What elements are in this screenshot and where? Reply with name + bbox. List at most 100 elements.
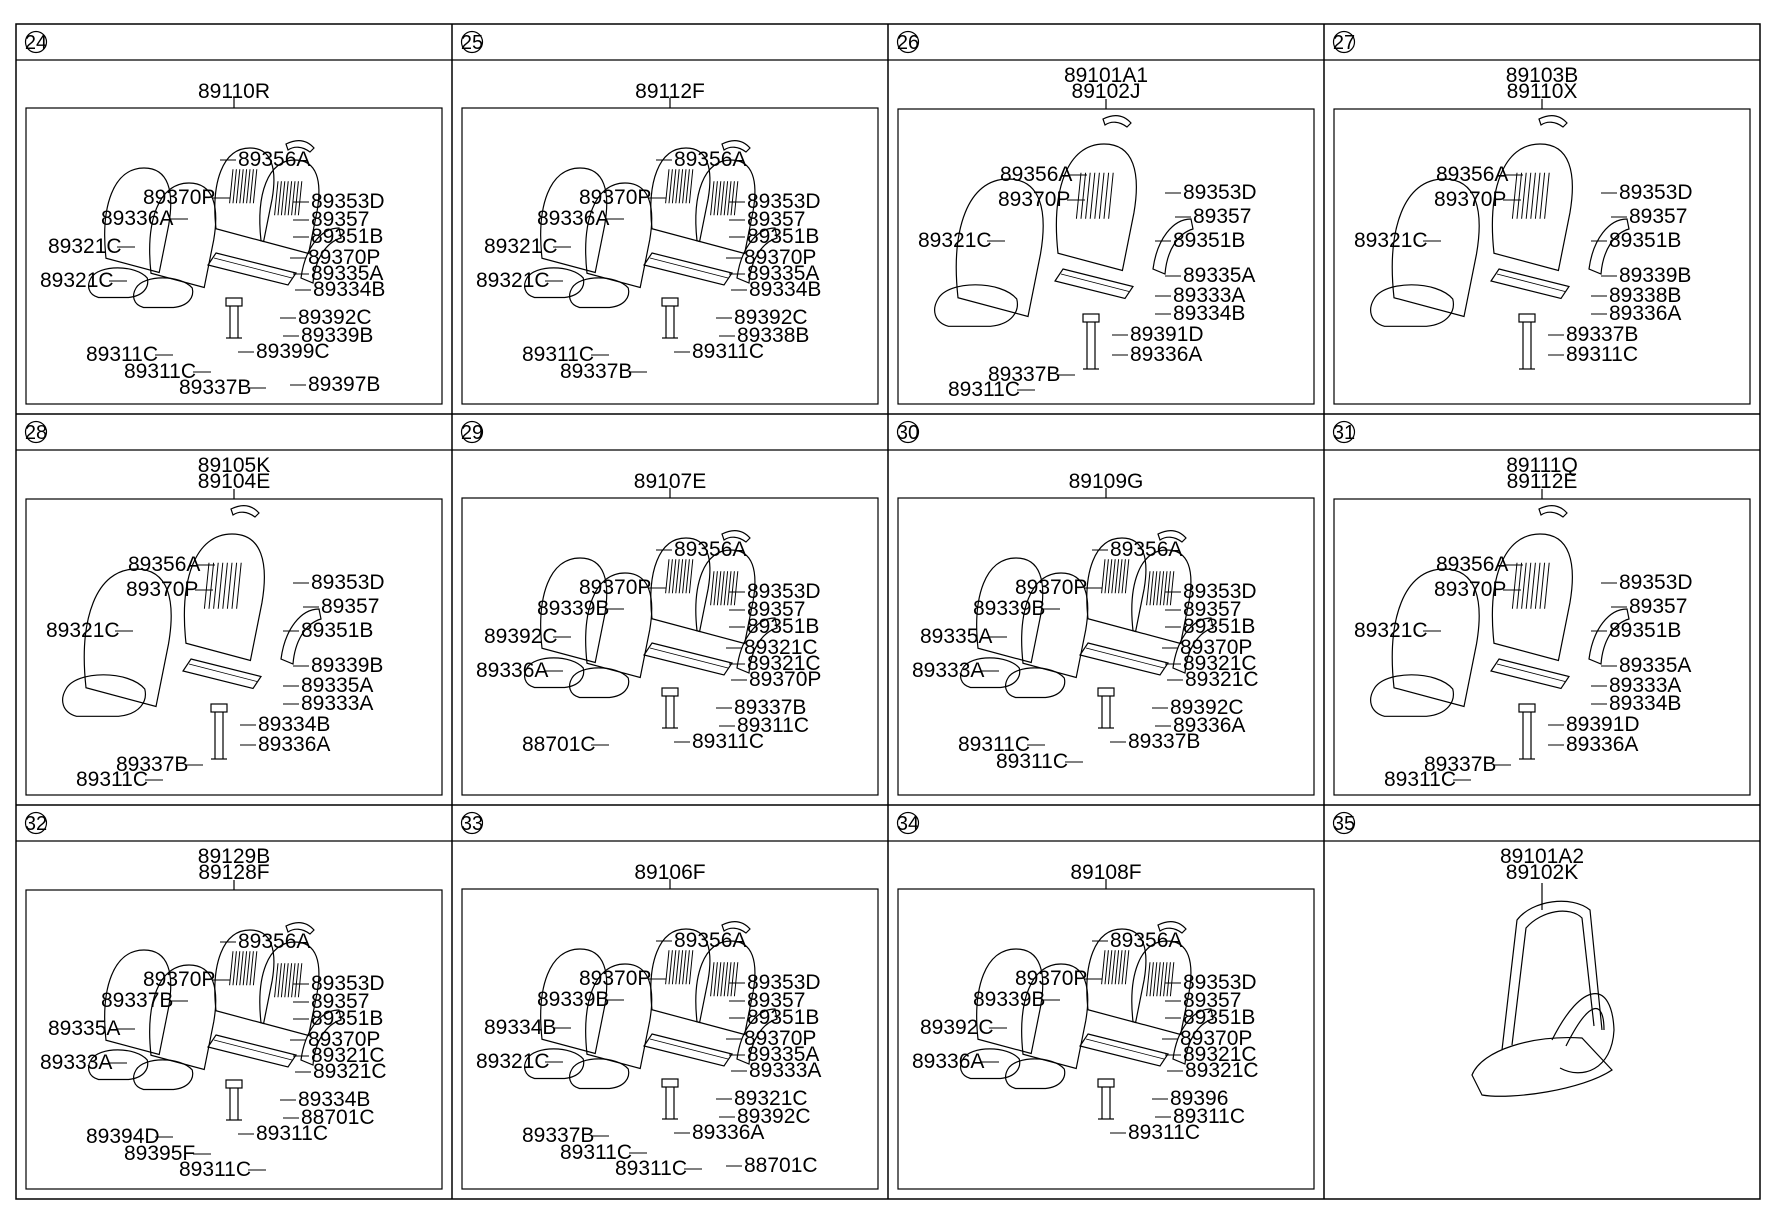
rib-line	[297, 181, 303, 216]
rib-line	[284, 181, 289, 216]
rib-line	[277, 963, 282, 998]
rib-line	[727, 962, 732, 997]
rib-line	[730, 181, 735, 216]
rib-line	[685, 169, 690, 204]
rail-line	[649, 647, 729, 669]
rib-line	[246, 951, 251, 986]
rib-line	[1101, 950, 1106, 985]
armrest-shape	[1152, 218, 1194, 275]
part-number-label: 89357	[1183, 598, 1241, 621]
part-number-label: 89395F	[124, 1142, 195, 1165]
rib-line	[1539, 172, 1546, 219]
part-number-label: 89370P	[1015, 967, 1087, 990]
part-number-label: 89356A	[128, 553, 200, 576]
part-number-label: 89351B	[1173, 229, 1245, 252]
rib-line	[685, 559, 690, 594]
part-number-label: 89357	[321, 595, 379, 618]
seat-back-shape	[976, 557, 1044, 664]
rib-line	[1149, 571, 1154, 606]
part-number-label: 89370P	[1015, 576, 1087, 599]
part-number-label: 89311C	[124, 360, 196, 383]
assembly-armrest	[1551, 993, 1615, 1074]
part-number-label: 89353D	[747, 580, 821, 603]
part-number-label: 89336A	[1173, 714, 1245, 737]
rail-line	[649, 257, 729, 279]
part-number-label: 89333A	[1173, 284, 1245, 307]
rib-line	[1118, 950, 1123, 985]
part-number-label: 89311C	[86, 343, 158, 366]
armrest-shape	[736, 617, 778, 674]
rib-line	[1094, 172, 1100, 219]
part-number-label: 89336A	[912, 1050, 984, 1073]
rib-line	[723, 571, 729, 606]
rib-line	[291, 181, 296, 216]
part-number-label: 89311C	[1173, 1105, 1245, 1128]
rail-line	[213, 257, 293, 279]
seat-cushion-shape	[1005, 1058, 1066, 1090]
rib-line	[1525, 172, 1532, 219]
detail-frame	[897, 108, 1315, 405]
rib-line	[688, 169, 694, 204]
rib-line	[730, 571, 735, 606]
rib-line	[294, 963, 299, 998]
rib-line	[252, 951, 258, 986]
part-number-label: 89353D	[1183, 971, 1257, 994]
leg-top	[1097, 1078, 1115, 1088]
part-number-label: 89392C	[920, 1016, 994, 1039]
part-number-label: 89333A	[301, 692, 373, 715]
seat-cushion-shape	[88, 1049, 149, 1081]
part-number-label: 89321C	[313, 1060, 387, 1083]
rib-line	[671, 169, 677, 204]
part-number-label: 89394D	[86, 1125, 160, 1148]
assembly-part-number: 89110R	[198, 80, 270, 103]
seat-rail-shape	[1079, 1033, 1169, 1067]
rib-line	[246, 169, 251, 204]
rib-line	[274, 181, 279, 216]
handle-shape	[721, 921, 751, 934]
rib-line	[1080, 172, 1087, 219]
part-number-label: 89338B	[1609, 284, 1681, 307]
armrest-shape	[300, 1009, 342, 1066]
part-number-label: 89397B	[308, 373, 380, 396]
rib-line	[213, 562, 219, 609]
part-number-label: 89370P	[744, 1027, 816, 1050]
rib-line	[235, 169, 241, 204]
seat-rail-shape	[643, 252, 733, 286]
part-number-label: 89336A	[537, 207, 609, 230]
rib-line	[1169, 962, 1175, 997]
part-number-label: 89392C	[298, 306, 372, 329]
part-number-label: 89353D	[311, 972, 385, 995]
part-number-label: 89353D	[1619, 181, 1693, 204]
rib-line	[1511, 172, 1518, 219]
panel-29: 2989107E89356A89370P89339B89353D89357893…	[461, 420, 879, 796]
rib-line	[1111, 559, 1116, 594]
rib-line	[688, 559, 694, 594]
assembly-part-number: 89102J	[1072, 80, 1141, 103]
seat-rail-shape	[1054, 268, 1134, 300]
rib-line	[1108, 172, 1114, 219]
part-number-label: 89357	[311, 990, 369, 1013]
panel-number: 34	[897, 813, 919, 835]
rib-line	[1075, 172, 1082, 219]
part-number-label: 89321C	[1354, 229, 1428, 252]
part-number-label: 89356A	[238, 148, 310, 171]
rib-line	[277, 181, 282, 216]
part-number-label: 89351B	[311, 225, 383, 248]
part-number-label: 89337B	[988, 363, 1060, 386]
panel-number: 31	[1333, 422, 1355, 444]
seat-back-shape	[540, 557, 608, 664]
seat-back-shape	[1055, 143, 1137, 272]
rib-line	[1516, 562, 1523, 609]
rib-line	[716, 571, 722, 606]
seat-cushion-shape	[960, 657, 1021, 689]
rib-line	[733, 181, 739, 216]
handle-shape	[721, 530, 751, 543]
rib-line	[1163, 571, 1168, 606]
part-number-label: 89353D	[747, 190, 821, 213]
seat-back-shape	[650, 928, 711, 1024]
assembly-part-number: 89103B	[1506, 64, 1578, 87]
seat-back-shape	[540, 167, 608, 274]
armrest-shape	[1172, 617, 1214, 674]
handle-shape	[285, 140, 315, 153]
